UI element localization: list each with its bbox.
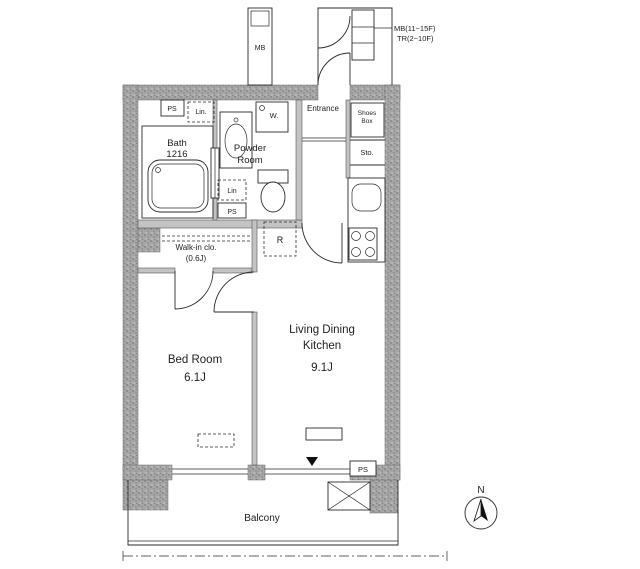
interior-walls (137, 99, 351, 466)
linen-mid-box (217, 179, 247, 201)
wic-size-label: (0.6J) (186, 254, 207, 263)
door-swing-marker-icon (306, 457, 318, 466)
shoes-box-label-1: Shoes (358, 110, 377, 117)
bathtub (147, 159, 209, 213)
toilet-bowl (260, 181, 286, 213)
wic-door-arc (174, 270, 214, 310)
bathtub-inner (151, 163, 205, 209)
annotation-tr-floors: TR(2~10F) (397, 34, 434, 43)
compass (464, 496, 498, 530)
wall-left (122, 84, 139, 481)
porch-outline (317, 7, 393, 85)
pipe-space-mid-label: PS (227, 209, 237, 216)
kitchen-sink (351, 183, 382, 212)
meter-box-label: MB (255, 45, 266, 52)
wall-top-left (122, 84, 319, 101)
porch-door-arc (317, 15, 351, 49)
linen-mid-label: Lin (227, 188, 236, 195)
wall-bottom-left-pier (122, 464, 173, 481)
balcony-left-pier (122, 479, 169, 511)
balcony-area (122, 457, 448, 561)
bedroom-door-arc (213, 271, 255, 313)
annotation-mb-floors: MB(11~15F) (394, 24, 436, 33)
wall-wic-bottom-left (137, 267, 176, 274)
powder-room-fixtures (160, 99, 289, 219)
shoes-box-label-2: Box (361, 118, 373, 125)
toilet-tank (257, 169, 289, 184)
bath-drain-icon (155, 167, 161, 173)
trunk-room-shaft (351, 9, 375, 61)
ldk-label-2: Kitchen (303, 340, 341, 352)
porch-area (247, 7, 393, 86)
pipe-space-mid-box (217, 202, 247, 219)
washing-machine (255, 101, 289, 133)
balcony-right-pier (369, 479, 399, 514)
bedroom-area (162, 235, 343, 448)
wall-hall-right (345, 99, 351, 179)
washer-label: W. (270, 111, 279, 120)
balcony-label: Balcony (244, 513, 280, 524)
wall-divider-lower (251, 311, 258, 466)
compass-needle-dark-icon (481, 499, 488, 521)
linen-top-box (187, 101, 215, 123)
kitchen-fixtures (263, 177, 386, 263)
wic-pipe-block (137, 227, 161, 253)
powder-room-label-1: Powder (234, 143, 266, 154)
pipe-space-top-label: PS (167, 106, 177, 113)
wall-powder-bottom (137, 219, 303, 229)
stove-burner-icon (365, 231, 375, 241)
stove-burner-icon (351, 231, 361, 241)
bath-room (141, 125, 220, 219)
wall-powder-right (295, 99, 303, 221)
bedroom-size-label: 6.1J (184, 372, 206, 384)
pipe-space-top-box (160, 99, 185, 117)
pipe-space-bottom-box (349, 460, 377, 477)
evacuation-hatch-cross (327, 481, 371, 511)
powder-room-label-2: Room (237, 155, 262, 166)
labels: MB(11~15F) TR(2~10F) MB PS Lin. W. Entra… (166, 24, 484, 524)
shoes-box-outline (350, 102, 385, 138)
compass-north-label: N (477, 485, 484, 496)
wic-label: Walk-in clo. (175, 243, 216, 252)
pipe-space-bottom-label: PS (358, 465, 368, 474)
compass-needle-light-icon (473, 498, 482, 523)
bedroom-floor-hatch (197, 433, 235, 448)
wall-bath-right-lower (212, 197, 218, 221)
vanity-faucet-icon (233, 117, 239, 123)
meter-box-inner (250, 10, 270, 27)
ldk-label-1: Living Dining (289, 324, 355, 336)
linen-top-label: Lin. (195, 109, 206, 116)
entrance-label: Entrance (307, 104, 340, 113)
wall-divider-upper (251, 219, 258, 273)
bedroom-label: Bed Room (168, 354, 222, 366)
washer-valve-icon (259, 105, 265, 111)
structural-walls (122, 84, 401, 514)
stove-burner-icon (351, 247, 361, 257)
storage-label: Sto. (360, 148, 373, 157)
stove (348, 227, 378, 261)
refrigerator-label: R (277, 235, 284, 245)
wall-right (384, 84, 401, 481)
balcony-outline (127, 480, 399, 546)
bath-label: Bath (167, 138, 187, 149)
hall-ldk-door-arc (301, 222, 343, 264)
meter-box-shaft (247, 7, 273, 86)
stove-burner-icon (365, 247, 375, 257)
entrance-door-arc (317, 52, 351, 86)
vanity-basin (224, 123, 248, 159)
compass-circle-icon (464, 496, 498, 530)
ldk-counter-box (305, 427, 343, 441)
ldk-size-label: 9.1J (311, 362, 333, 374)
bath-size-label: 1216 (166, 149, 187, 160)
wall-bottom-mid-pier (247, 464, 266, 481)
entrance-area (301, 102, 385, 264)
refrigerator-space (263, 221, 297, 257)
